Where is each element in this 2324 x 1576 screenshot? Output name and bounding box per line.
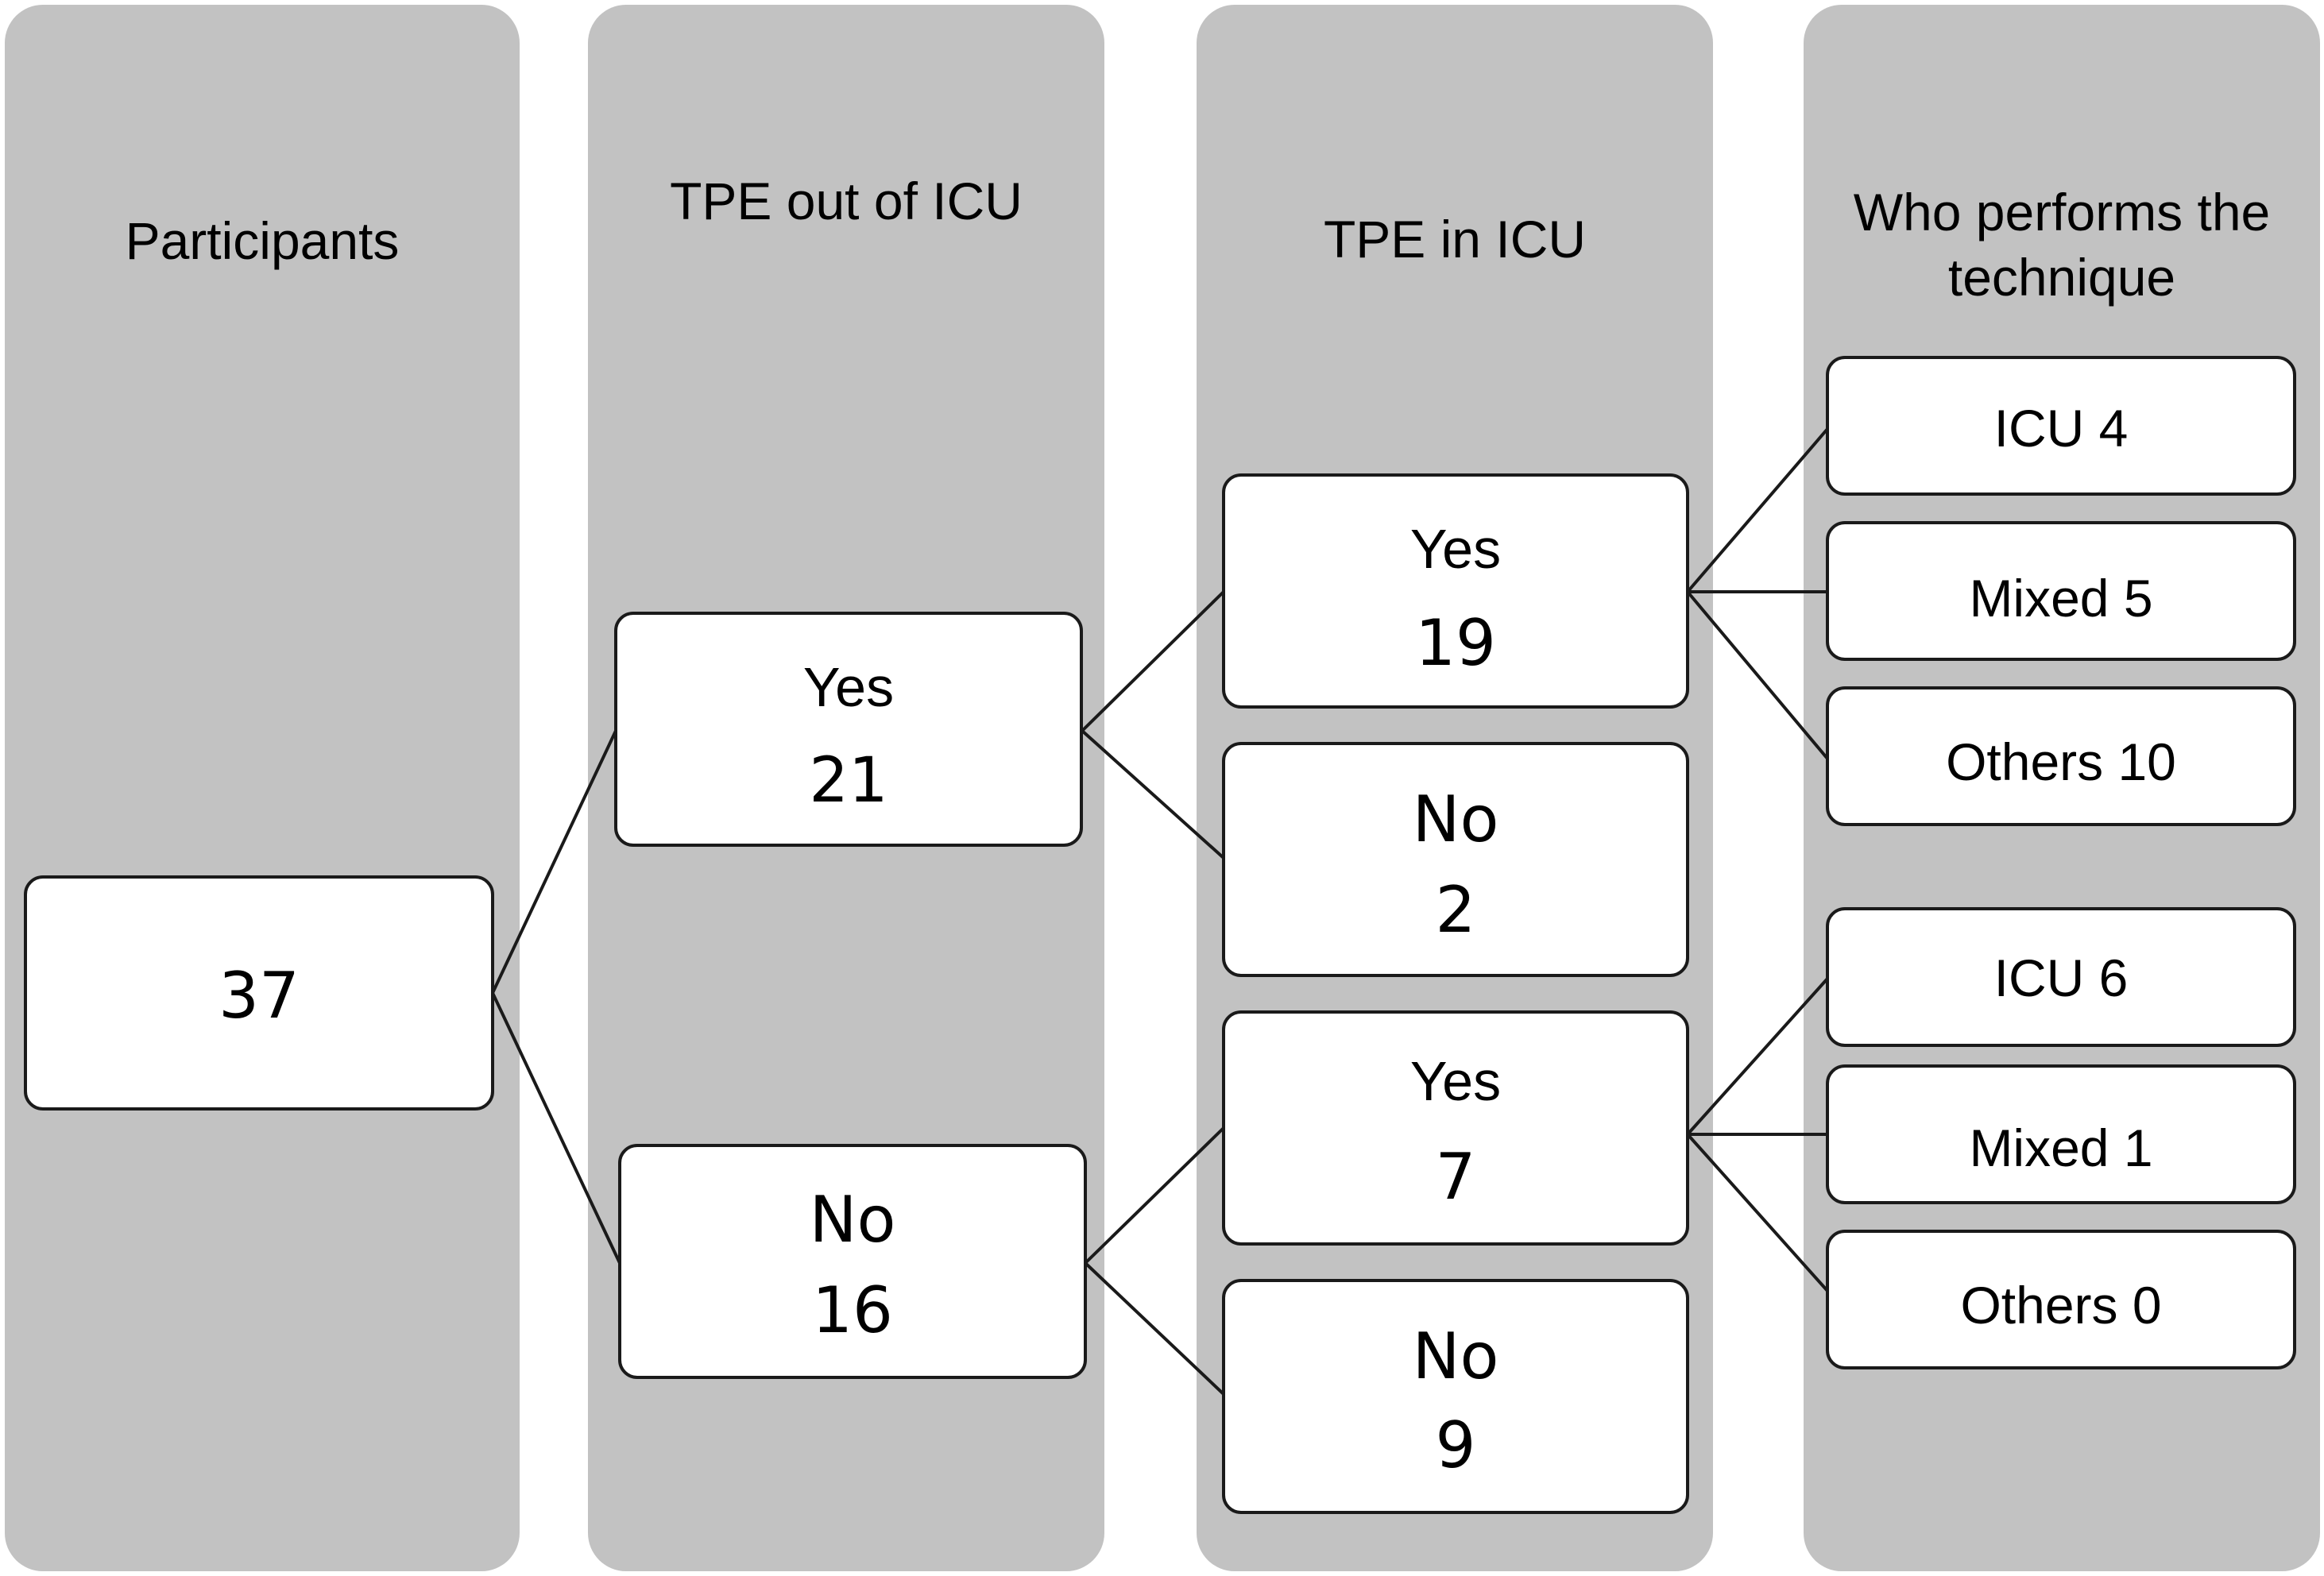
connector-yes19-to-others10 [1686, 590, 1829, 760]
connector-37-to-yes [491, 730, 617, 994]
in-icu-no-2-label: No [1412, 782, 1499, 856]
in-icu-no-9-count: 9 [1435, 1408, 1476, 1482]
in-icu-no-2-count: 2 [1435, 873, 1476, 947]
column-title-tpe-in-icu: TPE in ICU [1323, 210, 1587, 268]
out-of-icu-no-label: No [809, 1183, 896, 1257]
in-icu-no-9-label: No [1412, 1319, 1499, 1393]
connector-yes7-to-others0 [1686, 1133, 1829, 1292]
in-icu-yes-7-label: Yes [1409, 1050, 1502, 1112]
in-icu-yes-19-label: Yes [1409, 518, 1502, 580]
performer-others-0-label: Others 0 [1960, 1276, 2162, 1335]
connector-37-to-no [491, 992, 621, 1264]
in-icu-yes-7-count: 7 [1435, 1140, 1476, 1214]
column-participants: Participants [5, 5, 520, 1571]
node-participants-total: 37 [24, 875, 494, 1111]
out-of-icu-yes-label: Yes [802, 656, 895, 718]
node-performer-mixed-1: Mixed 1 [1826, 1064, 2296, 1204]
node-performer-others-10: Others 10 [1826, 686, 2296, 826]
in-icu-yes-19-count: 19 [1415, 606, 1496, 680]
connector-yes21-to-no2 [1081, 729, 1225, 859]
connector-yes19-to-icu4 [1686, 427, 1829, 593]
performer-others-10-label: Others 10 [1946, 732, 2176, 791]
node-in-icu-yes-19: Yes 19 [1222, 473, 1689, 709]
performer-icu-4-label: ICU 4 [1993, 399, 2129, 458]
column-title-who-performs: Who performs the technique [1853, 183, 2271, 307]
column-title-participants: Participants [125, 211, 400, 270]
node-in-icu-yes-7: Yes 7 [1222, 1010, 1689, 1246]
out-of-icu-no-count: 16 [812, 1273, 893, 1347]
node-out-of-icu-yes: Yes 21 [614, 612, 1083, 847]
column-title-tpe-out-of-icu: TPE out of ICU [670, 172, 1023, 230]
connector-no16-to-no9 [1084, 1261, 1225, 1396]
connector-no16-to-yes7 [1084, 1126, 1225, 1265]
node-in-icu-no-2: No 2 [1222, 742, 1689, 977]
node-in-icu-no-9: No 9 [1222, 1279, 1689, 1514]
connector-yes21-to-yes19 [1081, 590, 1225, 732]
node-out-of-icu-no: No 16 [618, 1144, 1087, 1379]
participants-count: 37 [218, 959, 300, 1033]
performer-mixed-1-label: Mixed 1 [1969, 1118, 2153, 1177]
node-performer-icu-4: ICU 4 [1826, 356, 2296, 496]
performer-mixed-5-label: Mixed 5 [1969, 569, 2153, 628]
node-performer-icu-6: ICU 6 [1826, 907, 2296, 1047]
out-of-icu-yes-count: 21 [809, 745, 888, 817]
performer-icu-6-label: ICU 6 [1993, 948, 2129, 1007]
node-performer-mixed-5: Mixed 5 [1826, 521, 2296, 661]
node-performer-others-0: Others 0 [1826, 1230, 2296, 1369]
connector-yes7-to-icu6 [1686, 977, 1829, 1136]
